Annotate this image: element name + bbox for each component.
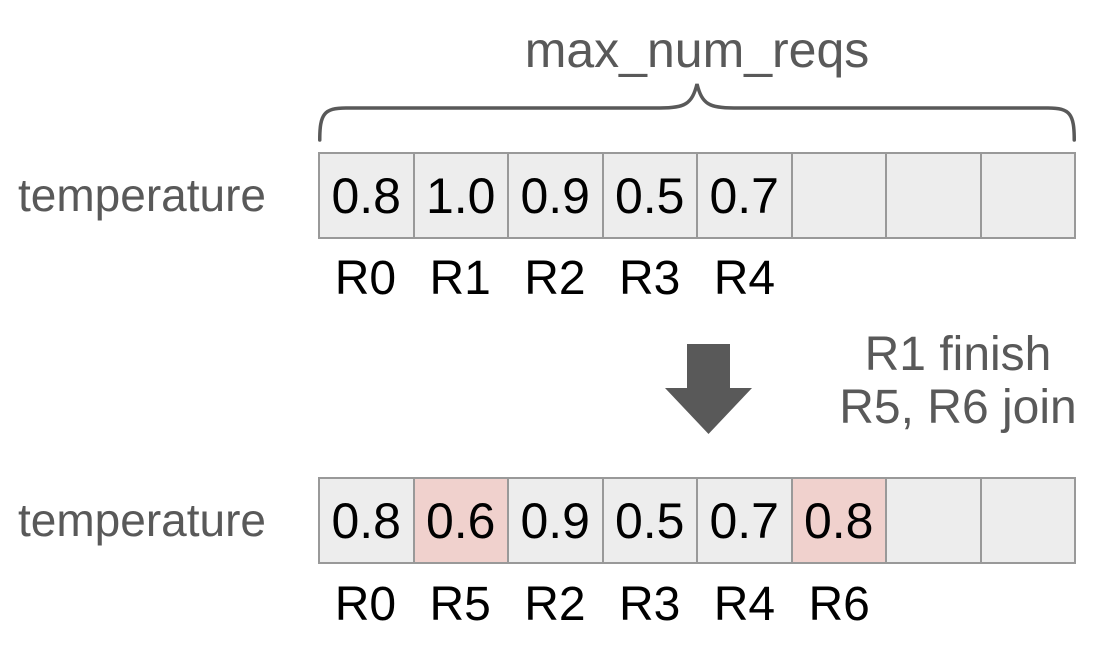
request-label: R1	[429, 252, 491, 305]
curly-brace-icon	[318, 83, 1076, 142]
array-cell-empty	[980, 478, 1075, 563]
request-label: R6	[808, 578, 870, 631]
temperature-array-bottom: 0.8 0.6 0.9 0.5 0.7 0.8	[318, 477, 1076, 564]
request-label	[887, 254, 982, 304]
array-cell: 0.9	[508, 153, 603, 238]
brace-title: max_num_reqs	[524, 22, 870, 78]
array-cell-empty	[886, 478, 981, 563]
array-cell: 0.7	[697, 153, 792, 238]
array-cell-highlighted: 0.6	[413, 478, 508, 563]
array-cell: 0.8	[319, 478, 414, 563]
request-label: R2	[524, 578, 586, 631]
request-label: R5	[429, 578, 491, 631]
array-cell-highlighted: 0.8	[791, 478, 886, 563]
array-cell: 0.8	[319, 153, 414, 238]
array-cell-empty	[980, 153, 1075, 238]
transition-line-1: R1 finish	[864, 328, 1052, 381]
request-label: R3	[618, 252, 681, 305]
row-label-temperature-top: temperature	[18, 169, 267, 221]
request-label: R3	[618, 578, 681, 631]
temperature-array-top: 0.8 1.0 0.9 0.5 0.7	[318, 152, 1076, 239]
request-label: R4	[713, 578, 776, 631]
array-cell: 0.9	[508, 478, 603, 563]
transition-note: R1 finish R5, R6 join	[838, 328, 1078, 434]
request-label: R4	[713, 252, 776, 305]
row-label-temperature-bottom: temperature	[18, 494, 267, 546]
request-label: R2	[524, 252, 586, 305]
array-cell: 0.5	[602, 478, 697, 563]
array-cell: 1.0	[413, 153, 508, 238]
request-label	[792, 254, 887, 304]
transition-line-2: R5, R6 join	[839, 381, 1077, 434]
array-cell: 0.7	[697, 478, 792, 563]
request-label: R0	[334, 578, 397, 631]
array-cell-empty	[791, 153, 886, 238]
request-label	[981, 580, 1076, 630]
request-labels-top: R0 R1 R2 R3 R4	[318, 254, 1076, 304]
array-cell-empty	[886, 153, 981, 238]
down-arrow-icon	[665, 344, 752, 434]
array-cell: 0.5	[602, 153, 697, 238]
request-labels-bottom: R0 R5 R2 R3 R4 R6	[318, 580, 1076, 630]
request-label	[981, 254, 1076, 304]
request-label: R0	[334, 252, 397, 305]
request-label	[887, 580, 982, 630]
